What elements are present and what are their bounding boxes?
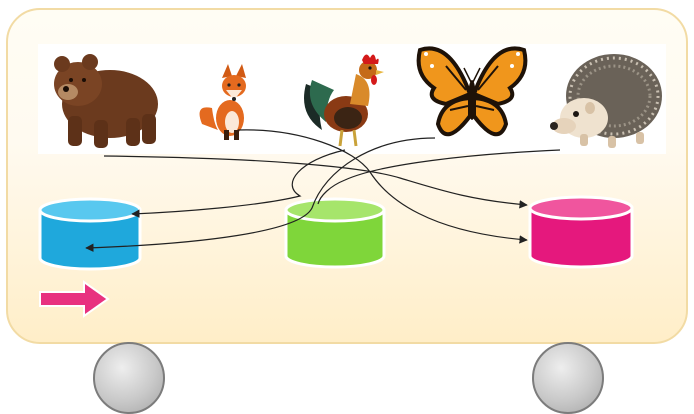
- pink-bin[interactable]: [528, 195, 634, 269]
- link-butterfly-blue: [85, 137, 436, 252]
- right-wheel: [532, 342, 604, 414]
- link-bear-pink: [103, 155, 528, 209]
- fox-card[interactable]: [196, 44, 266, 154]
- left-wheel: [93, 342, 165, 414]
- green-bin[interactable]: [284, 197, 386, 269]
- link-rooster-blue: [131, 149, 346, 218]
- bear-image: [54, 54, 158, 148]
- butterfly-card[interactable]: [416, 44, 528, 154]
- bear-card[interactable]: [38, 44, 168, 154]
- rooster-card[interactable]: [296, 44, 388, 154]
- hedgehog-card[interactable]: [550, 44, 666, 154]
- rooster-image: [304, 54, 384, 147]
- connection-lines: [85, 129, 561, 252]
- hedgehog-image: [550, 54, 662, 148]
- blue-bin[interactable]: [38, 197, 142, 271]
- direction-arrow-icon[interactable]: [39, 280, 110, 318]
- link-hedgehog: [317, 149, 561, 205]
- fox-image: [199, 64, 246, 140]
- animal-strip: [38, 44, 666, 154]
- butterfly-image: [416, 46, 528, 137]
